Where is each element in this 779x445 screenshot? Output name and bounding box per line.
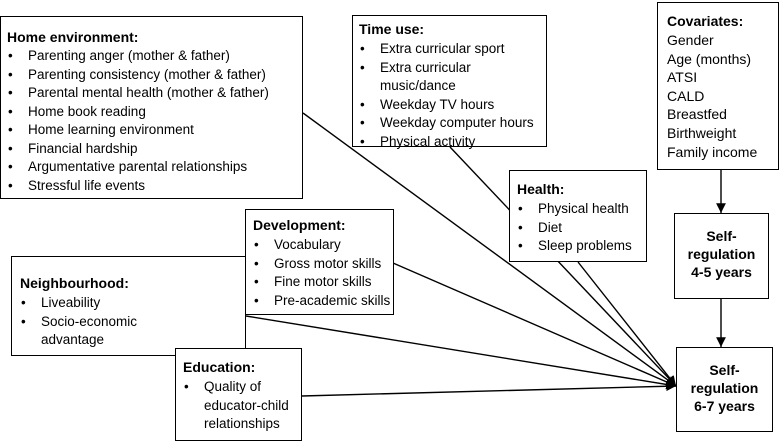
list-item: Home book reading <box>7 103 296 122</box>
home-environment-title: Home environment: <box>7 29 139 45</box>
list-item: Liveability <box>20 294 239 313</box>
education-list: Quality of educator-child relationships <box>183 378 295 434</box>
list-item: ATSI <box>667 69 698 86</box>
list-item: Argumentative parental relationships <box>7 158 296 177</box>
self-regulation-6-7-box: Self- regulation 6-7 years <box>676 347 773 432</box>
list-item: CALD <box>667 87 705 104</box>
education-title: Education: <box>183 359 256 375</box>
arrow-neighbourhood-to-sr67 <box>245 315 677 390</box>
health-list: Physical health Diet Sleep problems <box>517 200 640 256</box>
list-item: Socio-economic advantage <box>20 313 161 350</box>
arrow-education-to-sr67 <box>301 381 677 397</box>
list-item: Physical activity <box>359 133 540 152</box>
self-regulation-4-5-line1: Self- <box>706 228 737 244</box>
self-regulation-6-7-line2: regulation <box>690 380 759 396</box>
list-item: Weekday computer hours <box>359 114 540 133</box>
time-use-box: Time use: Extra curricular sport Extra c… <box>352 15 547 151</box>
list-item: Physical health <box>517 200 640 219</box>
list-item: Quality of educator-child relationships <box>183 378 299 434</box>
self-regulation-4-5-line2: regulation <box>687 246 756 262</box>
home-environment-list: Parenting anger (mother & father) Parent… <box>7 47 296 195</box>
list-item: Age (months) <box>667 50 752 67</box>
arrow-home-to-sr67 <box>302 112 677 387</box>
list-item: Birthweight <box>667 124 737 141</box>
list-item: Parental mental health (mother & father) <box>7 84 296 103</box>
list-item: Vocabulary <box>253 236 387 255</box>
list-item: Weekday TV hours <box>359 96 540 115</box>
arrow-development-to-sr67 <box>392 262 677 387</box>
covariates-box: Covariates: Gender Age (months) ATSI CAL… <box>657 2 779 170</box>
list-item: Breastfed <box>667 106 727 123</box>
list-item: Gross motor skills <box>253 255 387 274</box>
list-item: Extra curricular music/dance <box>359 59 520 96</box>
self-regulation-4-5-line3: 4-5 years <box>691 264 752 280</box>
list-item: Financial hardship <box>7 140 296 159</box>
list-item: Fine motor skills <box>253 273 387 292</box>
time-use-title: Time use: <box>359 21 425 37</box>
health-title: Health: <box>517 181 565 197</box>
self-regulation-6-7-line3: 6-7 years <box>694 398 755 414</box>
list-item: Family income <box>667 143 758 160</box>
home-environment-box: Home environment: Parenting anger (mothe… <box>0 16 303 199</box>
arrow-timeuse-to-sr67 <box>449 146 677 387</box>
list-item: Parenting consistency (mother & father) <box>7 66 296 85</box>
list-item: Gender <box>667 32 714 48</box>
list-item: Pre-academic skills <box>253 292 390 311</box>
education-box: Education: Quality of educator-child rel… <box>175 348 302 441</box>
arrow-health-to-sr67 <box>577 261 677 387</box>
health-box: Health: Physical health Diet Sleep probl… <box>509 170 647 262</box>
time-use-list: Extra curricular sport Extra curricular … <box>359 40 540 151</box>
list-item: Diet <box>517 219 640 238</box>
covariates-title: Covariates: <box>667 13 744 29</box>
covariates-list: Gender Age (months) ATSI CALD Breastfed … <box>667 31 770 161</box>
neighbourhood-box: Neighbourhood: Liveability Socio-economi… <box>11 256 246 356</box>
development-box: Development: Vocabulary Gross motor skil… <box>245 209 394 315</box>
neighbourhood-list: Liveability Socio-economic advantage <box>20 294 239 350</box>
neighbourhood-title: Neighbourhood: <box>20 275 129 291</box>
development-title: Development: <box>253 217 346 233</box>
list-item: Home learning environment <box>7 121 296 140</box>
self-regulation-4-5-box: Self- regulation 4-5 years <box>674 213 769 299</box>
list-item: Stressful life events <box>7 177 296 196</box>
list-item: Extra curricular sport <box>359 40 540 59</box>
list-item: Sleep problems <box>517 237 640 256</box>
list-item: Parenting anger (mother & father) <box>7 47 296 66</box>
development-list: Vocabulary Gross motor skills Fine motor… <box>253 236 390 311</box>
self-regulation-6-7-line1: Self- <box>709 362 740 378</box>
